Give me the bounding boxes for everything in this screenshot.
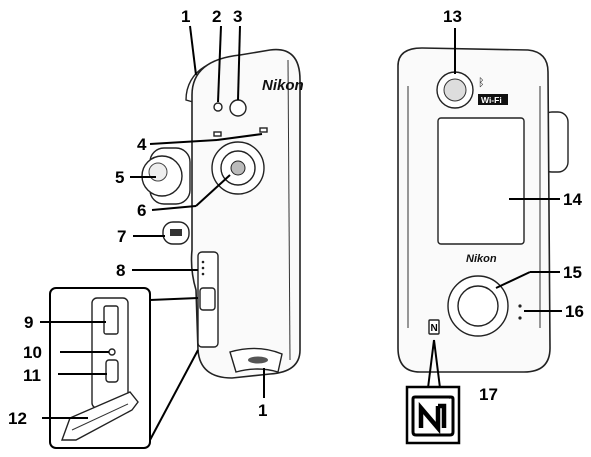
n-mark-symbol [418,401,447,435]
front-camera-view: Nikon [141,48,304,379]
callout-3: 3 [233,7,242,26]
callout-4: 4 [137,135,147,154]
usb-connector [105,359,119,383]
front-sensor [229,99,247,117]
callout-2: 2 [212,7,221,26]
callout-16: 16 [565,302,584,321]
callout-11: 11 [23,366,41,385]
hdmi-connector [103,305,119,335]
callout-1-bottom: 1 [258,401,267,420]
brand-logo-back: Nikon [466,253,497,265]
callout-9: 9 [24,313,33,332]
leader-lines [40,25,562,419]
callout-numbers: 1 2 3 4 5 6 7 8 9 10 11 12 1 13 14 15 16… [8,7,584,428]
callout-7: 7 [117,227,126,246]
record-button [457,285,499,327]
wifi-label: Wi-Fi [481,95,502,105]
callout-13: 13 [443,7,462,26]
callout-17: 17 [479,385,498,404]
speaker-hole [518,304,522,308]
callout-15: 15 [563,263,582,282]
microphone-right [259,127,268,133]
charge-lamp [108,348,116,356]
callout-6: 6 [137,201,146,220]
callout-10: 10 [23,343,42,362]
microphone-left [213,131,222,137]
callout-8: 8 [116,261,125,280]
callout-12: 12 [8,409,27,428]
lamp-indicator [213,102,223,112]
n-mark-small [428,319,440,335]
bluetooth-icon: ᛒ [478,77,485,89]
monitor [437,117,525,245]
callout-5: 5 [115,168,124,187]
svg-text:N: N [431,323,438,334]
callout-1-top: 1 [181,7,190,26]
brand-logo-front: Nikon [262,77,304,94]
connector-inset [49,287,199,449]
back-camera-view: ᛒ Wi-Fi Nikon N TM [397,47,569,445]
callout-14: 14 [563,190,582,209]
svg-text:TM: TM [448,395,454,400]
